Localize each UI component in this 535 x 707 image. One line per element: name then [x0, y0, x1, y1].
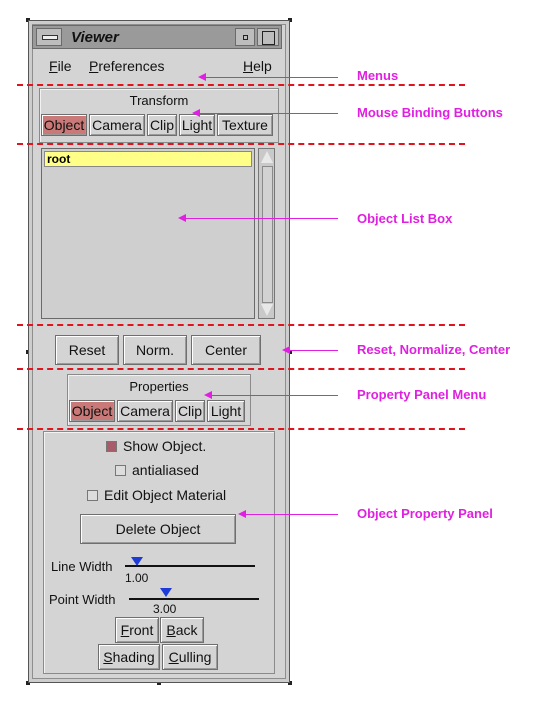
transform-camera-button[interactable]: Camera: [89, 114, 145, 136]
point-width-value: 3.00: [153, 602, 177, 616]
resize-handle-br[interactable]: [288, 681, 292, 685]
antialiased-checkbox[interactable]: antialiased: [115, 462, 199, 478]
transform-texture-button[interactable]: Texture: [217, 114, 273, 136]
annotation-object-list: Object List Box: [357, 211, 453, 226]
menu-preferences[interactable]: Preferences: [89, 58, 165, 74]
transform-group: Transform: [39, 88, 279, 143]
edit-material-label: Edit Object Material: [104, 487, 227, 503]
object-list-scrollbar[interactable]: [258, 148, 275, 319]
delete-object-button[interactable]: Delete Object: [80, 514, 236, 544]
transform-title: Transform: [129, 93, 189, 108]
annotation-menus: Menus: [357, 68, 399, 83]
scroll-down-arrow-icon[interactable]: [261, 304, 273, 316]
object-property-panel: [43, 431, 275, 674]
title-bar[interactable]: Viewer: [32, 25, 282, 49]
annotation-arrow: [198, 113, 338, 114]
edit-material-checkbox[interactable]: Edit Object Material: [87, 487, 226, 503]
show-object-checkbox[interactable]: Show Object.: [106, 438, 206, 454]
resize-handle-bm[interactable]: [157, 681, 161, 685]
properties-title: Properties: [129, 379, 189, 394]
resize-handle-bl[interactable]: [26, 681, 30, 685]
point-width-label: Point Width: [49, 592, 116, 607]
center-button[interactable]: Center: [191, 335, 261, 365]
properties-camera-button[interactable]: Camera: [117, 400, 173, 422]
window-title: Viewer: [71, 29, 119, 46]
antialiased-check-icon: [115, 465, 126, 476]
window-menu-icon: [42, 35, 58, 40]
line-width-slider-thumb[interactable]: [131, 557, 143, 566]
maximize-button[interactable]: [257, 28, 279, 46]
separator-line: [17, 143, 465, 145]
separator-line: [17, 324, 465, 326]
front-button[interactable]: Front: [115, 617, 159, 643]
point-width-slider[interactable]: [129, 598, 259, 600]
arrowhead-icon: [282, 346, 290, 354]
separator-line: [17, 368, 465, 370]
arrowhead-icon: [198, 73, 206, 81]
annotation-object-property: Object Property Panel: [357, 506, 493, 521]
arrowhead-icon: [204, 391, 212, 399]
minimize-button[interactable]: [235, 28, 255, 46]
annotation-arrow: [244, 514, 338, 515]
arrowhead-icon: [178, 214, 186, 222]
separator-line: [17, 428, 465, 430]
annotation-mouse-binding: Mouse Binding Buttons: [357, 105, 503, 120]
line-width-label: Line Width: [51, 559, 113, 574]
transform-light-button[interactable]: Light: [179, 114, 215, 136]
object-list-box[interactable]: root: [41, 148, 255, 319]
show-object-check-icon: [106, 441, 117, 452]
line-width-slider[interactable]: [125, 565, 255, 567]
minimize-icon: [243, 35, 248, 40]
arrowhead-icon: [238, 510, 246, 518]
menu-bar: File Preferences Help: [32, 54, 282, 78]
point-width-slider-thumb[interactable]: [160, 588, 172, 597]
menu-file[interactable]: File: [49, 58, 72, 74]
shading-button[interactable]: Shading: [98, 644, 160, 670]
normalize-button[interactable]: Norm.: [123, 335, 187, 365]
annotation-reset-norm-center: Reset, Normalize, Center: [357, 342, 511, 357]
annotation-arrow: [210, 395, 338, 396]
annotation-arrow: [204, 77, 338, 78]
reset-button[interactable]: Reset: [55, 335, 119, 365]
line-width-value: 1.00: [125, 571, 149, 585]
list-item[interactable]: root: [44, 151, 252, 167]
transform-clip-button[interactable]: Clip: [147, 114, 177, 136]
properties-light-button[interactable]: Light: [207, 400, 245, 422]
separator-line: [17, 84, 465, 86]
properties-object-button[interactable]: Object: [69, 400, 115, 422]
scroll-trough[interactable]: [262, 166, 273, 303]
window-menu-button[interactable]: [36, 28, 62, 46]
menu-help[interactable]: Help: [243, 58, 272, 74]
scroll-up-arrow-icon[interactable]: [261, 151, 273, 163]
properties-clip-button[interactable]: Clip: [175, 400, 205, 422]
culling-button[interactable]: Culling: [162, 644, 218, 670]
annotation-arrow: [288, 350, 338, 351]
antialiased-label: antialiased: [132, 462, 199, 478]
edit-material-check-icon: [87, 490, 98, 501]
resize-handle-tr[interactable]: [288, 18, 292, 22]
arrowhead-icon: [192, 109, 200, 117]
annotation-property-menu: Property Panel Menu: [357, 387, 487, 402]
transform-object-button[interactable]: Object: [41, 114, 87, 136]
annotation-arrow: [184, 218, 338, 219]
properties-group: Properties: [67, 374, 251, 426]
back-button[interactable]: Back: [160, 617, 204, 643]
viewer-window: Viewer File Preferences Help Transform O…: [28, 20, 290, 683]
resize-handle-mr[interactable]: [288, 350, 292, 354]
maximize-icon: [262, 31, 275, 45]
show-object-label: Show Object.: [123, 438, 207, 454]
